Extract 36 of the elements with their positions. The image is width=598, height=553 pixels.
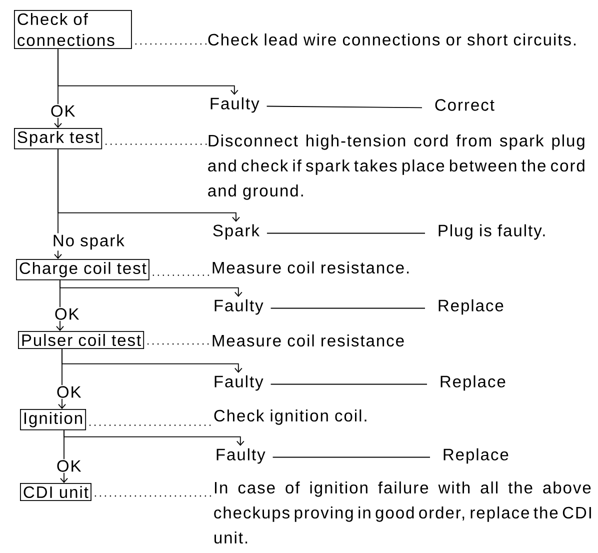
action-label: Replace xyxy=(440,375,506,391)
process-box: CDI unit xyxy=(20,483,92,501)
edge-label: OK xyxy=(55,459,82,473)
connector-line xyxy=(272,456,430,458)
outcome-label: Faulty xyxy=(210,97,260,113)
dot-leader xyxy=(135,43,208,45)
description-text: Check lead wire connections or short circuits. xyxy=(208,33,576,46)
connector-line xyxy=(266,232,426,234)
connector-line xyxy=(270,308,426,309)
action-label: Plug is faulty. xyxy=(438,224,545,240)
description-text: In case of ignition failure with all the above checkups proving in good order, replace the CDI unit. xyxy=(214,481,591,544)
description-text: Disconnect high-tension cord from spark plug and check if spark takes place between the cord and ground. xyxy=(208,134,584,200)
dot-leader xyxy=(105,144,208,145)
action-label: Replace xyxy=(444,448,508,464)
edge-label: OK xyxy=(49,104,76,118)
outcome-label: Faulty xyxy=(214,299,264,315)
dot-leader xyxy=(94,495,214,497)
edge-label: No spark xyxy=(51,233,126,251)
description-text: Measure coil resistance xyxy=(212,334,404,347)
edge-label: OK xyxy=(55,385,82,399)
action-label: Correct xyxy=(435,99,494,111)
action-label: Replace xyxy=(438,299,504,315)
dot-leader xyxy=(152,274,212,276)
outcome-label: Spark xyxy=(213,224,260,240)
process-box: Charge coil test xyxy=(16,259,150,280)
outcome-label: Faulty xyxy=(216,448,266,464)
process-box: Pulser coil test xyxy=(18,331,144,349)
description-text: Measure coil resistance. xyxy=(212,261,409,274)
process-box: Ignition xyxy=(20,409,86,430)
process-box: Check of connections xyxy=(14,10,132,50)
description-text: Check ignition coil. xyxy=(214,409,366,425)
connector-line xyxy=(266,106,422,108)
process-box: Spark test xyxy=(14,128,102,150)
outcome-label: Faulty xyxy=(214,375,264,391)
edge-label: OK xyxy=(53,307,80,321)
connector-line xyxy=(270,384,428,385)
